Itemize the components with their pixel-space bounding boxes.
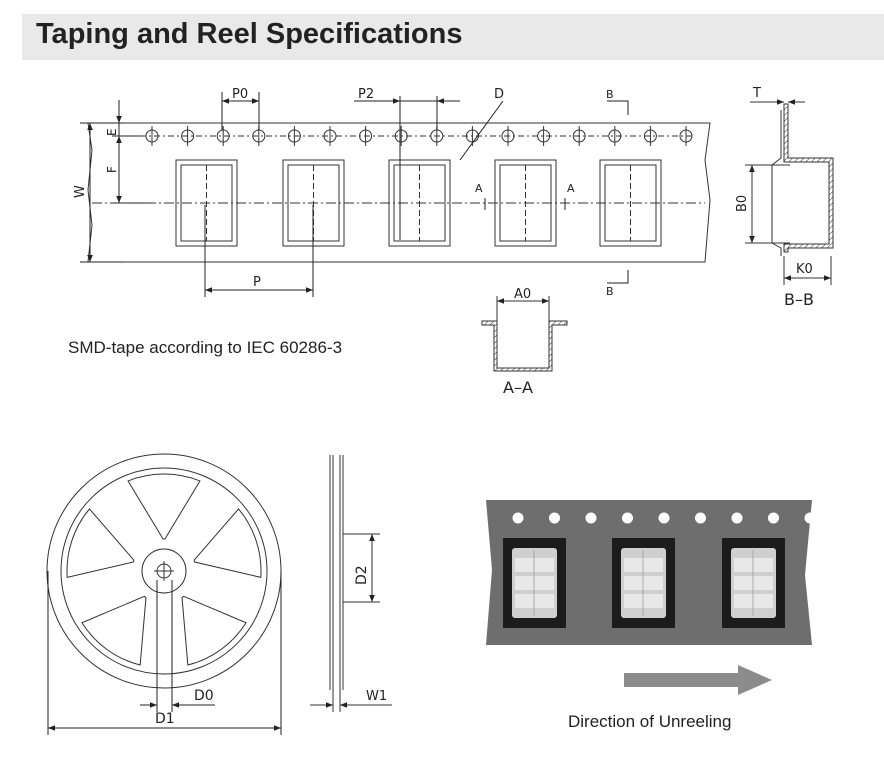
- label-b0: B0: [735, 195, 750, 212]
- reel-window: [181, 595, 247, 666]
- pocket: [175, 159, 238, 247]
- sprocket-hole: [537, 126, 551, 146]
- reel-hub-outer: [141, 548, 187, 594]
- reel-window: [127, 473, 201, 540]
- label-d0: D0: [194, 688, 214, 704]
- sprocket-hole: [181, 126, 195, 146]
- photo-hole: [695, 512, 706, 524]
- sprocket-hole: [216, 126, 230, 146]
- sprocket-hole: [643, 126, 657, 146]
- sprocket-hole: [323, 126, 337, 146]
- label-p0: P0: [232, 87, 248, 102]
- sprocket-holes: [145, 126, 693, 146]
- bb-hatched-body: [783, 103, 834, 253]
- reel-window: [81, 595, 147, 666]
- reel-side: [310, 455, 392, 712]
- sprocket-hole: [572, 126, 586, 146]
- reel-front: [46, 453, 282, 689]
- caption-bb: B–B: [784, 290, 814, 309]
- photo-sprocket-holes: [512, 512, 816, 524]
- photo-pockets: [503, 538, 785, 628]
- page-title: Taping and Reel Specifications: [36, 18, 463, 50]
- reel-window: [193, 508, 262, 579]
- photo-hole: [731, 512, 743, 524]
- label-p2: P2: [358, 87, 374, 102]
- photo-hole: [512, 512, 524, 524]
- photo-pocket: [722, 538, 785, 628]
- label-b-bottom: B: [606, 285, 614, 298]
- photo-hole: [549, 512, 560, 524]
- label-w: W: [73, 185, 88, 198]
- label-a-left: A: [475, 182, 483, 195]
- caption-aa: A–A: [503, 378, 533, 397]
- section-aa: [481, 296, 568, 372]
- label-d2: D2: [354, 565, 370, 585]
- photo-pocket: [612, 538, 675, 628]
- sprocket-hole: [394, 126, 408, 146]
- label-d1: D1: [155, 711, 175, 727]
- label-k0: K0: [796, 262, 813, 277]
- reel-dimensions: [47, 571, 282, 735]
- photo-pocket: [503, 538, 566, 628]
- photo-hole: [804, 512, 816, 524]
- photo-caption: Direction of Unreeling: [568, 712, 731, 731]
- label-t: T: [752, 86, 761, 101]
- tape-dimensions: [80, 92, 629, 297]
- reel-inner-flange: [60, 467, 268, 675]
- unreel-arrow-icon: [624, 665, 772, 695]
- pocket: [388, 159, 451, 247]
- photo-hole: [768, 512, 779, 524]
- photo-hole: [658, 512, 670, 524]
- label-a-right: A: [567, 182, 575, 195]
- label-d: D: [494, 87, 504, 102]
- reel-window: [66, 508, 135, 579]
- reel-spokes: [66, 473, 262, 666]
- photo-hole: [585, 512, 597, 524]
- label-e: E: [105, 128, 119, 136]
- photo-hole: [622, 512, 633, 524]
- label-w1: W1: [366, 689, 387, 704]
- section-bb: [745, 99, 834, 285]
- pockets: [175, 159, 662, 247]
- label-a0: A0: [514, 287, 531, 302]
- tape-caption: SMD-tape according to IEC 60286-3: [68, 338, 342, 357]
- label-b-top: B: [606, 88, 614, 101]
- sprocket-hole: [287, 126, 301, 146]
- sprocket-hole: [679, 126, 693, 146]
- pocket: [494, 159, 557, 247]
- tape-dim-labels: P0 P2 D P W E F A A B B: [73, 87, 614, 298]
- sprocket-hole: [501, 126, 515, 146]
- label-p: P: [253, 275, 261, 290]
- sprocket-hole: [145, 126, 159, 146]
- sprocket-hole: [608, 126, 622, 146]
- title-bar: [22, 14, 884, 60]
- aa-hatched-body: [481, 320, 568, 372]
- pocket: [599, 159, 662, 247]
- label-f: F: [105, 166, 119, 173]
- sprocket-hole: [359, 126, 373, 146]
